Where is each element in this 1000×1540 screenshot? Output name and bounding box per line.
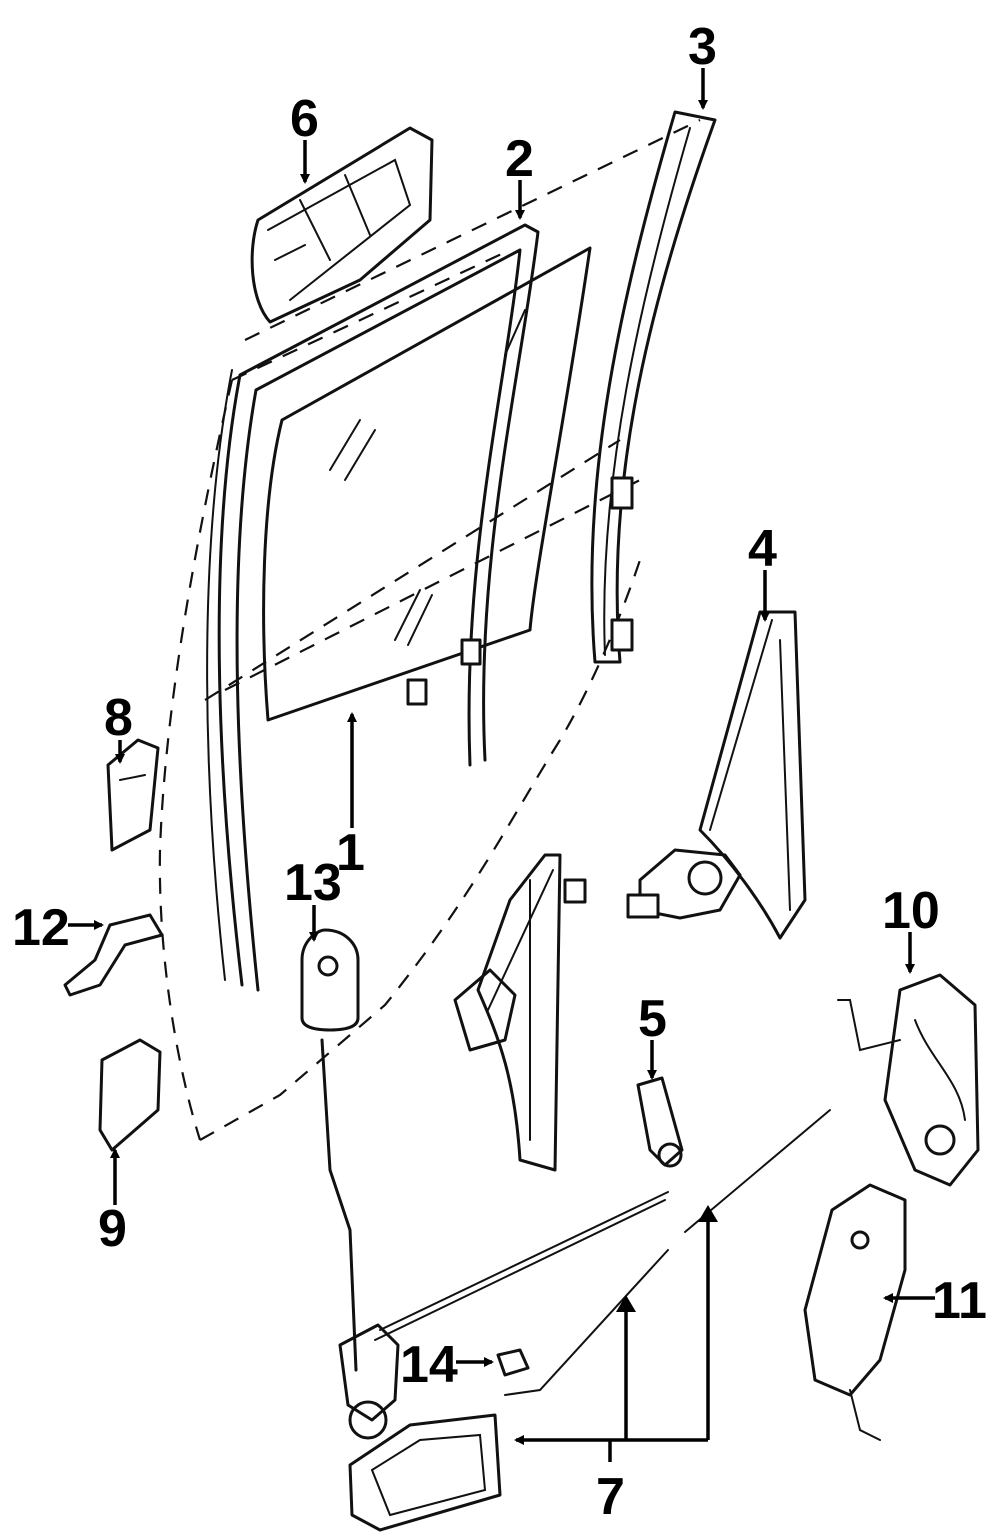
callout-2: 2 — [505, 130, 534, 188]
lock-clip — [496, 1348, 530, 1377]
callout-14: 14 — [400, 1336, 458, 1394]
window-glass — [262, 246, 592, 722]
callout-13: 13 — [284, 854, 342, 912]
latch-shield — [803, 1183, 907, 1441]
callout-11: 11 — [932, 1272, 987, 1330]
outside-handle — [250, 126, 434, 324]
window-crank-handle — [636, 1076, 684, 1168]
rear-run-channel — [590, 110, 717, 664]
lock-cylinder — [300, 928, 360, 1032]
callout-1: 1 — [336, 824, 365, 882]
upper-hinge — [106, 738, 160, 852]
window-regulator-manual — [453, 853, 587, 1172]
callout-3: 3 — [688, 18, 717, 76]
leader-lines — [68, 68, 935, 1462]
linkage-rods — [320, 1038, 831, 1396]
callout-5: 5 — [638, 990, 667, 1048]
window-regulator-motor — [626, 610, 807, 940]
inside-handle — [348, 1413, 502, 1532]
callout-10: 10 — [882, 882, 940, 940]
callout-8: 8 — [104, 689, 133, 747]
door-check-strap — [63, 913, 164, 997]
callout-labels: 1 2 3 4 5 6 7 8 9 10 11 12 13 14 — [12, 18, 987, 1526]
glass-run-channel — [206, 223, 540, 992]
callout-12: 12 — [12, 899, 70, 957]
remote-control-latch — [338, 1323, 400, 1440]
callout-9: 9 — [98, 1200, 127, 1258]
callout-4: 4 — [748, 520, 777, 578]
callout-6: 6 — [290, 90, 319, 148]
lower-hinge — [98, 1038, 162, 1152]
door-latch — [837, 973, 980, 1187]
callout-7: 7 — [596, 1468, 625, 1526]
